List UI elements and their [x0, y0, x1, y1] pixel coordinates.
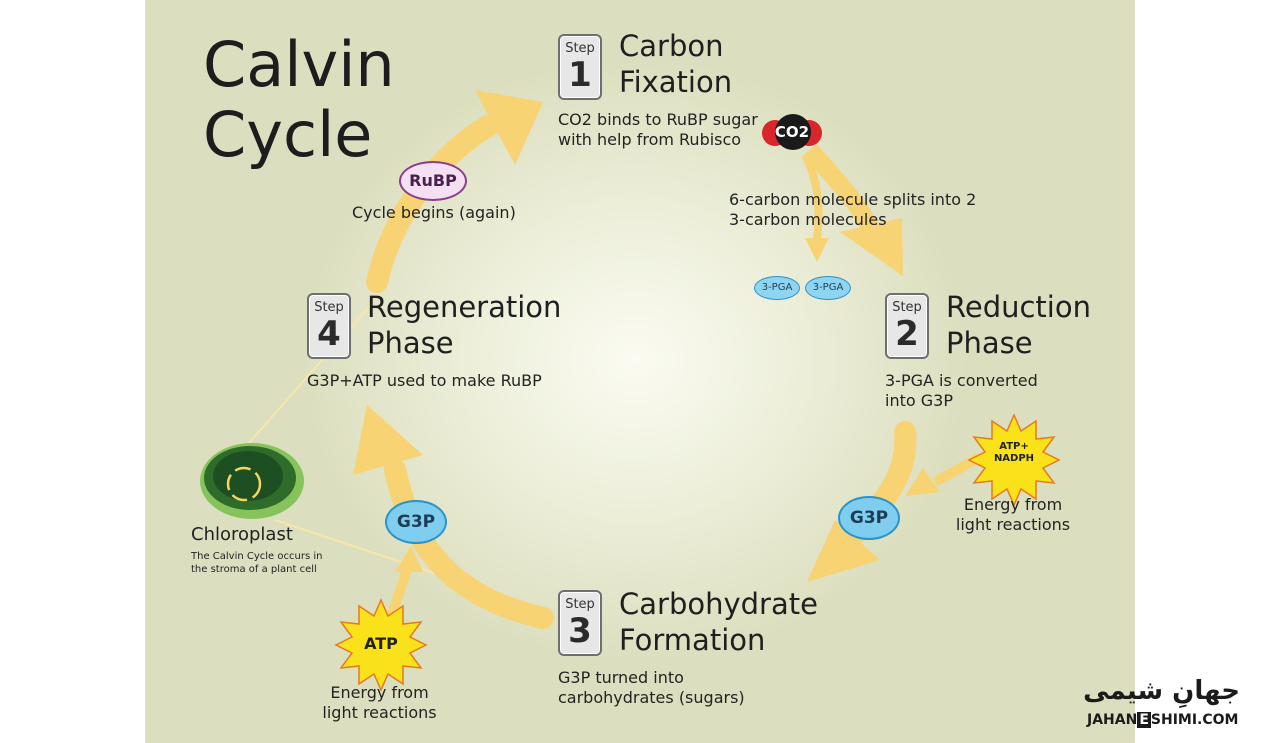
- carbon-atom: [775, 114, 811, 150]
- arrowhead: [805, 238, 829, 262]
- step-word: Step: [565, 597, 595, 612]
- description-line: 3-PGA is converted: [885, 371, 1038, 390]
- split-description: 6-carbon molecule splits into 2 3-carbon…: [729, 190, 976, 230]
- g3p-molecule: G3P: [838, 496, 900, 540]
- atp-nadph-star-icon: [967, 413, 1061, 507]
- chloroplast-icon: [200, 443, 304, 519]
- arrowhead: [353, 405, 423, 475]
- atp-label: ATP: [364, 634, 398, 653]
- logo-part: E: [1137, 712, 1151, 728]
- step-2-heading: Reduction Phase: [946, 289, 1091, 361]
- rubp-molecule: RuBP: [399, 161, 467, 201]
- star-label-line: ATP+: [999, 441, 1029, 452]
- rubp-caption: Cycle begins (again): [352, 203, 516, 222]
- calvin-cycle-diagram: Calvin Cycle Step 1 Carbon Fixation CO2 …: [145, 0, 1135, 743]
- step-1-description: CO2 binds to RuBP sugar with help from R…: [558, 110, 758, 150]
- arrowhead: [840, 218, 903, 276]
- logo-part: SHIMI.COM: [1150, 712, 1239, 728]
- step-number: 3: [568, 611, 592, 651]
- energy-input-arrow: [385, 568, 412, 622]
- description-line: The Calvin Cycle occurs in: [191, 551, 323, 562]
- description-line: G3P turned into: [558, 668, 684, 687]
- energy-caption-right: Energy from light reactions: [953, 495, 1073, 535]
- caption-line: light reactions: [955, 515, 1071, 534]
- page-title: Calvin Cycle: [203, 30, 463, 170]
- chloroplast-connector-line: [240, 299, 376, 453]
- heading-line: Carbohydrate: [619, 587, 818, 621]
- g3p-molecule: G3P: [385, 500, 447, 544]
- step-3-description: G3P turned into carbohydrates (sugars): [558, 668, 745, 708]
- step-number: 1: [568, 55, 592, 95]
- step-4-heading: Regeneration Phase: [367, 289, 561, 361]
- step-number: 2: [895, 314, 919, 354]
- arrowhead: [807, 520, 880, 582]
- title-line-2: Cycle: [203, 98, 373, 171]
- co2-label: CO2: [774, 123, 810, 141]
- step-word: Step: [892, 300, 922, 315]
- step-3-heading: Carbohydrate Formation: [619, 586, 818, 658]
- step-1-heading: Carbon Fixation: [619, 28, 732, 100]
- heading-line: Carbon: [619, 29, 724, 63]
- description-line: with help from Rubisco: [558, 130, 742, 149]
- description-line: the stroma of a plant cell: [191, 564, 317, 575]
- description-line: 3-carbon molecules: [729, 210, 887, 229]
- heading-line: Phase: [367, 326, 454, 360]
- heading-line: Fixation: [619, 65, 733, 99]
- pga-molecule: 3-PGA: [805, 276, 851, 300]
- step-2-badge: Step 2: [885, 293, 929, 359]
- arrowhead: [395, 546, 423, 572]
- caption-line: light reactions: [322, 703, 437, 722]
- pga-molecule: 3-PGA: [754, 276, 800, 300]
- atp-nadph-label: ATP+ NADPH: [974, 441, 1054, 465]
- step-3-badge: Step 3: [558, 590, 602, 656]
- arrow-carbohydrate-to-regeneration: [384, 459, 554, 629]
- step-number: 4: [317, 314, 341, 354]
- chloroplast-description: The Calvin Cycle occurs in the stroma of…: [191, 550, 322, 576]
- star-label-line: NADPH: [993, 453, 1035, 464]
- description-line: into G3P: [885, 391, 953, 410]
- step-4-description: G3P+ATP used to make RuBP: [307, 371, 542, 391]
- energy-caption-left: Energy from light reactions: [317, 683, 442, 723]
- atp-star-icon: [334, 598, 428, 692]
- step-1-badge: Step 1: [558, 34, 602, 100]
- step-2-description: 3-PGA is converted into G3P: [885, 371, 1038, 411]
- logo-arabic-text: جهانِ شیمی: [1083, 676, 1240, 706]
- heading-line: Phase: [946, 326, 1033, 360]
- step-4-badge: Step 4: [307, 293, 351, 359]
- co2-molecule-icon: CO2: [762, 114, 822, 152]
- heading-line: Reduction: [946, 290, 1091, 324]
- description-line: CO2 binds to RuBP sugar: [558, 110, 758, 129]
- description-line: carbohydrates (sugars): [558, 688, 745, 707]
- step-word: Step: [565, 41, 595, 56]
- logo-part: JAHAN: [1087, 712, 1138, 728]
- caption-line: Energy from: [963, 495, 1063, 514]
- title-line-1: Calvin: [203, 28, 395, 101]
- arrowhead: [475, 90, 543, 165]
- description-line: 6-carbon molecule splits into 2: [729, 190, 977, 209]
- heading-line: Formation: [619, 623, 766, 657]
- step-word: Step: [314, 300, 344, 315]
- arrow-split-small: [801, 153, 823, 241]
- description-line: G3P+ATP used to make RuBP: [307, 371, 542, 390]
- caption-line: Energy from: [330, 683, 429, 702]
- arrowhead: [905, 468, 940, 496]
- chloroplast-title: Chloroplast: [191, 524, 293, 545]
- heading-line: Regeneration: [367, 290, 562, 324]
